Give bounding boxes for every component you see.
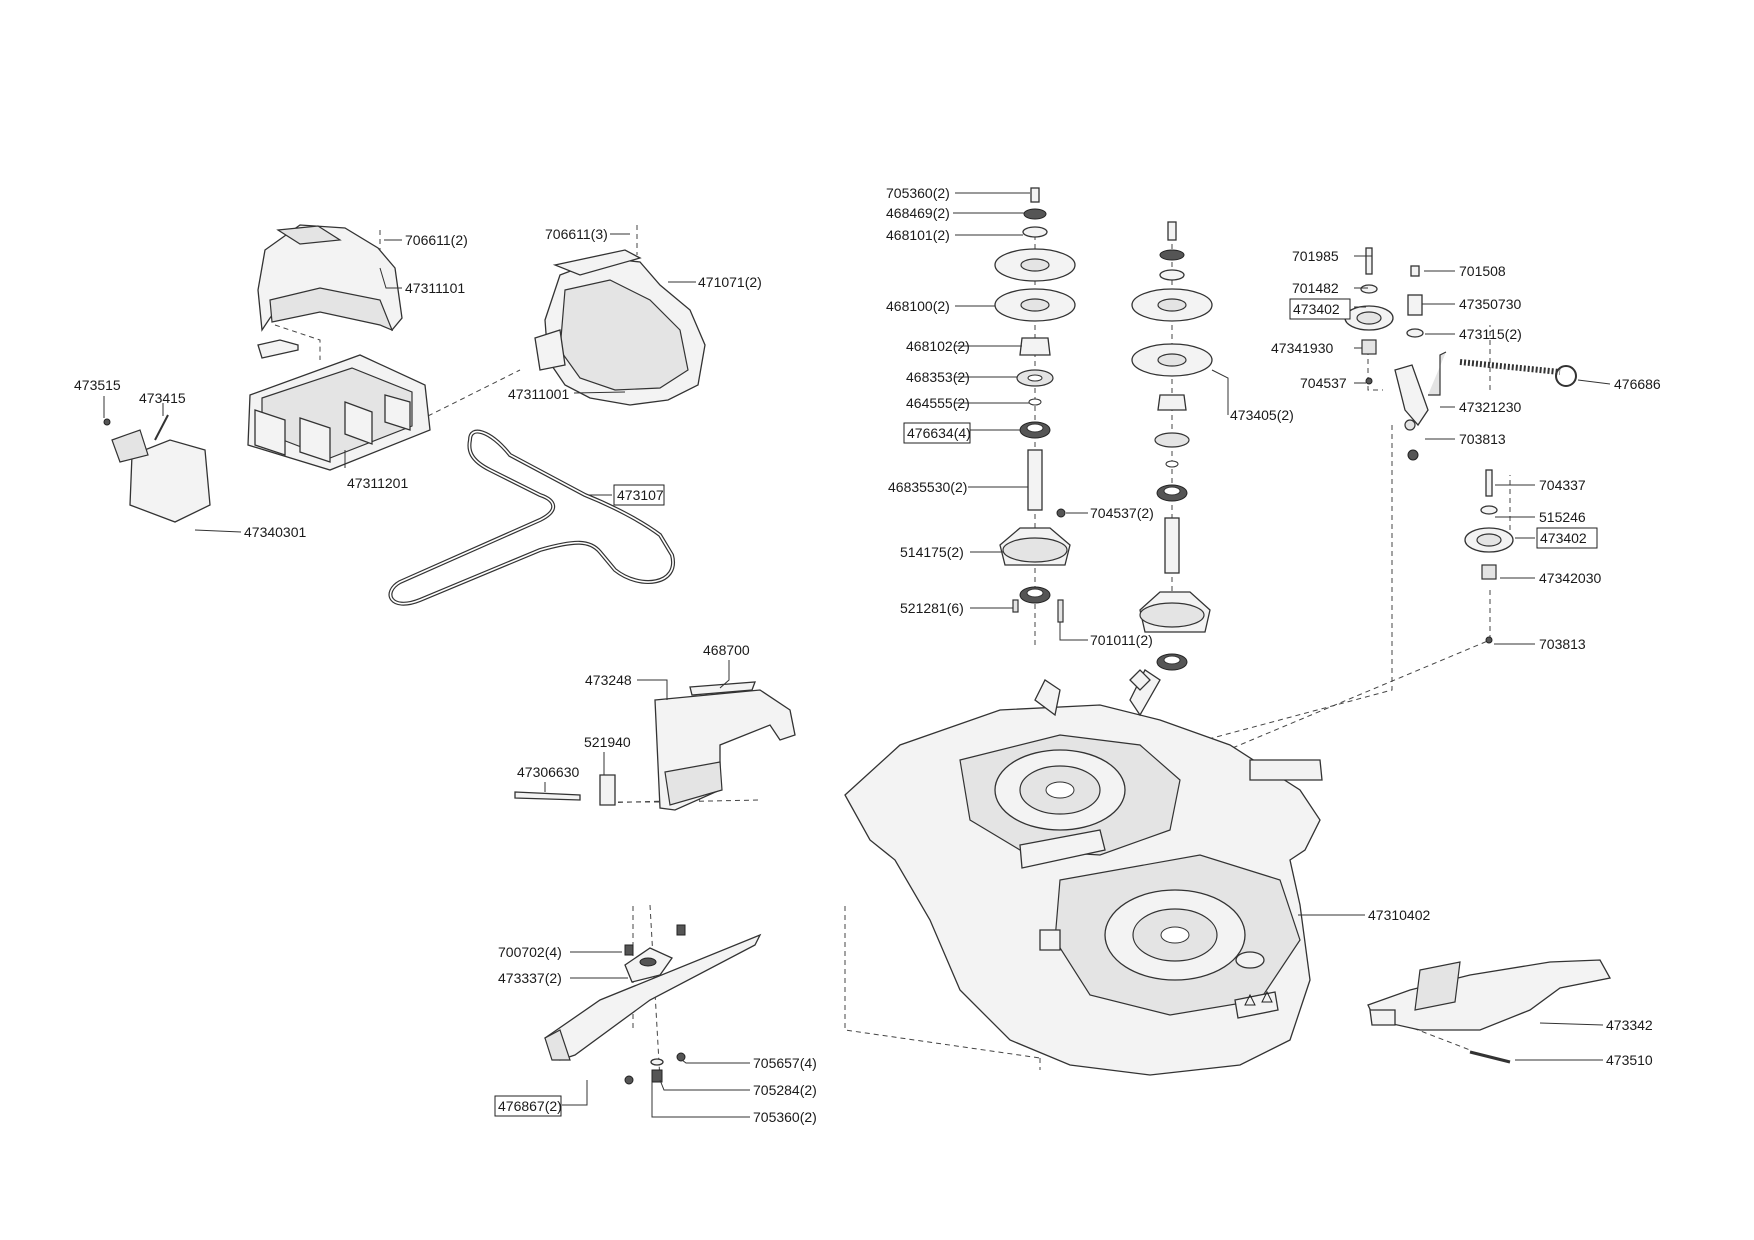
- part-label: 704537: [1300, 375, 1347, 391]
- part-label: 47311201: [347, 475, 408, 491]
- idler-assembly-lower: [1464, 469, 1514, 644]
- part-label: 473107: [617, 487, 664, 503]
- part-label: 473515: [74, 377, 121, 393]
- part-label: 47311101: [405, 280, 465, 296]
- part-label-frame: [903, 422, 971, 444]
- part-label: 514175(2): [900, 544, 964, 560]
- part-label-frame: [1536, 527, 1598, 549]
- part-label: 701482: [1292, 280, 1339, 296]
- lower-belt-cover: [247, 354, 431, 471]
- mower-deck: [844, 669, 1323, 1076]
- part-label: 705360(2): [753, 1109, 817, 1125]
- upper-belt-cover: [257, 224, 403, 359]
- part-label: 701508: [1459, 263, 1506, 279]
- part-labels: 705360(2) 468469(2) 468101(2) 468100(2) …: [74, 185, 1661, 1125]
- spindle-stack-right: [1131, 221, 1213, 671]
- part-label: 468700: [703, 642, 750, 658]
- drive-belt: [388, 429, 676, 606]
- part-label: 704337: [1539, 477, 1586, 493]
- part-label: 515246: [1539, 509, 1586, 525]
- part-label: 47311001: [508, 386, 569, 402]
- part-label: 701011(2): [1090, 632, 1153, 648]
- part-label: 47350730: [1459, 296, 1522, 312]
- part-label: 473510: [1606, 1052, 1653, 1068]
- part-label: 703813: [1459, 431, 1506, 447]
- part-label: 464555(2): [906, 395, 970, 411]
- part-label: 473342: [1606, 1017, 1653, 1033]
- deck-guard: [1367, 959, 1612, 1064]
- part-label: 46835530(2): [888, 479, 967, 495]
- center-cover: [534, 249, 706, 406]
- part-label-frame: [494, 1095, 562, 1117]
- idler-assembly-upper: [1344, 247, 1577, 461]
- part-label: 468353(2): [906, 369, 970, 385]
- part-label: 705284(2): [753, 1082, 817, 1098]
- part-label: 473115(2): [1459, 326, 1522, 342]
- part-label: 521940: [584, 734, 631, 750]
- part-label: 47340301: [244, 524, 307, 540]
- part-label: 476867(2): [498, 1098, 562, 1114]
- part-label: 468469(2): [886, 205, 950, 221]
- part-label: 473337(2): [498, 970, 562, 986]
- part-label: 473402: [1540, 530, 1587, 546]
- part-label: 473415: [139, 390, 186, 406]
- part-label: 701985: [1292, 248, 1339, 264]
- part-label: 468102(2): [906, 338, 970, 354]
- part-label: 47306630: [517, 764, 580, 780]
- part-label: 473402: [1293, 301, 1340, 317]
- part-label: 47321230: [1459, 399, 1522, 415]
- part-label: 706611(3): [545, 226, 608, 242]
- part-label: 471071(2): [698, 274, 762, 290]
- part-label: 703813: [1539, 636, 1586, 652]
- part-label-frame: [613, 484, 665, 506]
- part-label: 476634(4): [907, 425, 971, 441]
- part-label: 473405(2): [1230, 407, 1294, 423]
- discharge-chute: [514, 681, 796, 811]
- part-label: 473248: [585, 672, 632, 688]
- part-label: 521281(6): [900, 600, 964, 616]
- part-label: 47310402: [1368, 907, 1431, 923]
- part-label: 47342030: [1539, 570, 1602, 586]
- part-label: 468101(2): [886, 227, 950, 243]
- side-bracket: [103, 414, 211, 523]
- leader-lines: [103, 192, 1611, 1118]
- part-label: 705360(2): [886, 185, 950, 201]
- part-label: 705657(4): [753, 1055, 817, 1071]
- part-label: 476686: [1614, 376, 1661, 392]
- part-label: 47341930: [1271, 340, 1334, 356]
- part-label-frame: [1289, 298, 1351, 320]
- part-label: 704537(2): [1090, 505, 1154, 521]
- part-label: 706611(2): [405, 232, 468, 248]
- part-label: 468100(2): [886, 298, 950, 314]
- blade-assembly: [544, 924, 762, 1085]
- spindle-stack-left: [994, 187, 1076, 623]
- part-label: 700702(4): [498, 944, 562, 960]
